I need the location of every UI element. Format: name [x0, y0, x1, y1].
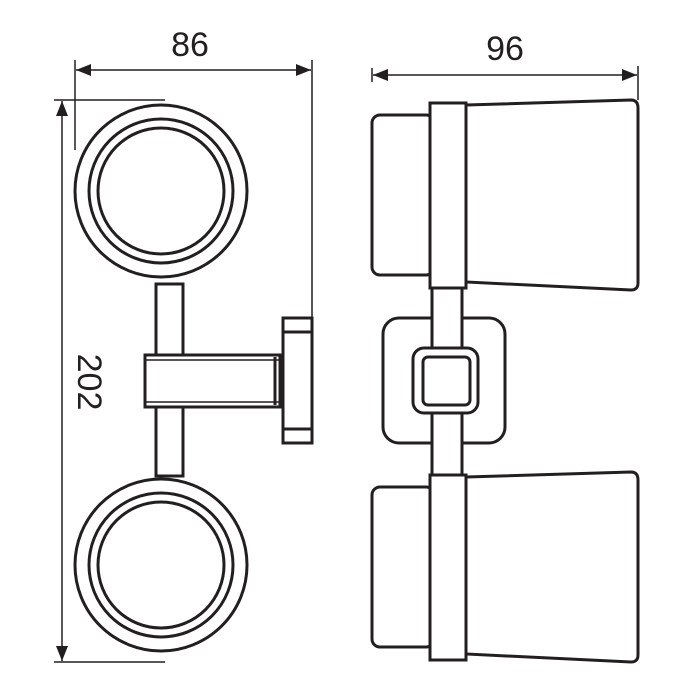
height-label: 202	[70, 354, 108, 411]
dimension-width-front: 86	[74, 26, 313, 318]
dimension-height: 202	[54, 99, 165, 663]
width-label-front: 86	[171, 26, 209, 64]
side-view	[370, 98, 640, 664]
width-label-side: 96	[486, 30, 524, 68]
front-view	[73, 103, 314, 653]
dimension-width-side: 96	[371, 30, 639, 100]
